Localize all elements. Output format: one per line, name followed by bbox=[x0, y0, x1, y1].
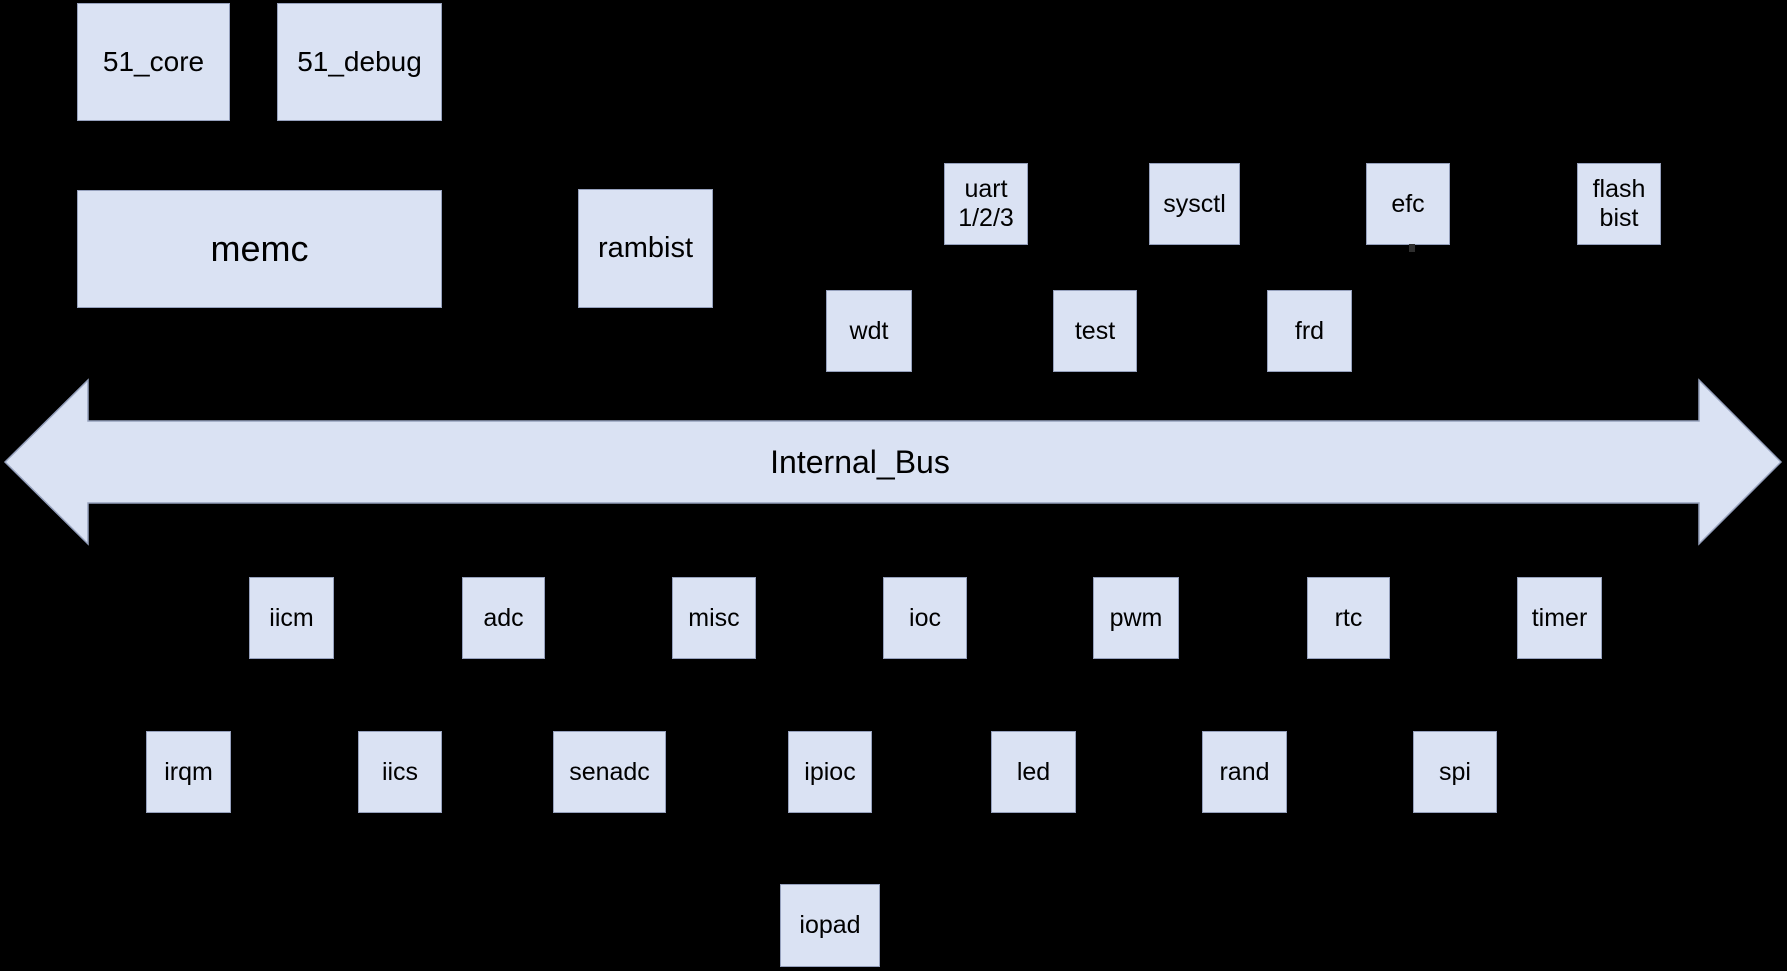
block-senadc: senadc bbox=[553, 731, 666, 813]
block-label: iics bbox=[381, 757, 419, 786]
block-label: iicm bbox=[269, 603, 314, 632]
stray-mark bbox=[1409, 244, 1415, 252]
block-iopad: iopad bbox=[780, 884, 880, 967]
block-label: senadc bbox=[569, 757, 650, 786]
block-label: 51_debug bbox=[297, 45, 422, 77]
block-pwm: pwm bbox=[1093, 577, 1179, 659]
block-iics: iics bbox=[358, 731, 442, 813]
block-label: spi bbox=[1439, 757, 1471, 786]
block-wdt: wdt bbox=[826, 290, 912, 372]
block-uart123: uart 1/2/3 bbox=[944, 163, 1028, 245]
block-label: rambist bbox=[597, 231, 694, 264]
block-label: 51_core bbox=[102, 45, 205, 77]
block-label: efc bbox=[1391, 189, 1425, 218]
block-led: led bbox=[991, 731, 1076, 813]
block-label: iopad bbox=[799, 911, 861, 940]
block-flash-bist: flash bist bbox=[1577, 163, 1661, 245]
block-label: timer bbox=[1531, 603, 1588, 632]
block-ipioc: ipioc bbox=[788, 731, 872, 813]
block-sysctl: sysctl bbox=[1149, 163, 1240, 245]
block-misc: misc bbox=[672, 577, 756, 659]
block-timer: timer bbox=[1517, 577, 1602, 659]
block-test: test bbox=[1053, 290, 1137, 372]
block-iicm: iicm bbox=[249, 577, 334, 659]
block-efc: efc bbox=[1366, 163, 1450, 245]
block-51-debug: 51_debug bbox=[277, 3, 442, 121]
block-spi: spi bbox=[1413, 731, 1497, 813]
bus-arrow-polygon bbox=[3, 378, 1783, 546]
internal-bus-label: Internal_Bus bbox=[770, 443, 950, 480]
block-label: memc bbox=[210, 228, 309, 270]
block-frd: frd bbox=[1267, 290, 1352, 372]
block-rambist: rambist bbox=[578, 189, 713, 308]
block-rtc: rtc bbox=[1307, 577, 1390, 659]
block-label: led bbox=[1016, 757, 1051, 786]
block-label: irqm bbox=[164, 757, 213, 786]
block-51-core: 51_core bbox=[77, 3, 230, 121]
block-label: ipioc bbox=[804, 757, 856, 786]
block-adc: adc bbox=[462, 577, 545, 659]
block-label: wdt bbox=[849, 316, 889, 345]
block-label: flash bist bbox=[1592, 175, 1646, 232]
block-label: misc bbox=[688, 603, 740, 632]
block-rand: rand bbox=[1202, 731, 1287, 813]
block-label: rand bbox=[1219, 757, 1270, 786]
block-label: sysctl bbox=[1163, 189, 1226, 218]
block-label: rtc bbox=[1334, 603, 1363, 632]
block-label: frd bbox=[1294, 316, 1325, 345]
block-memc: memc bbox=[77, 190, 442, 308]
block-ioc: ioc bbox=[883, 577, 967, 659]
block-label: test bbox=[1074, 316, 1116, 345]
block-label: uart 1/2/3 bbox=[958, 175, 1014, 232]
block-label: adc bbox=[483, 603, 524, 632]
block-label: ioc bbox=[909, 603, 941, 632]
block-label: pwm bbox=[1109, 603, 1163, 632]
block-irqm: irqm bbox=[146, 731, 231, 813]
